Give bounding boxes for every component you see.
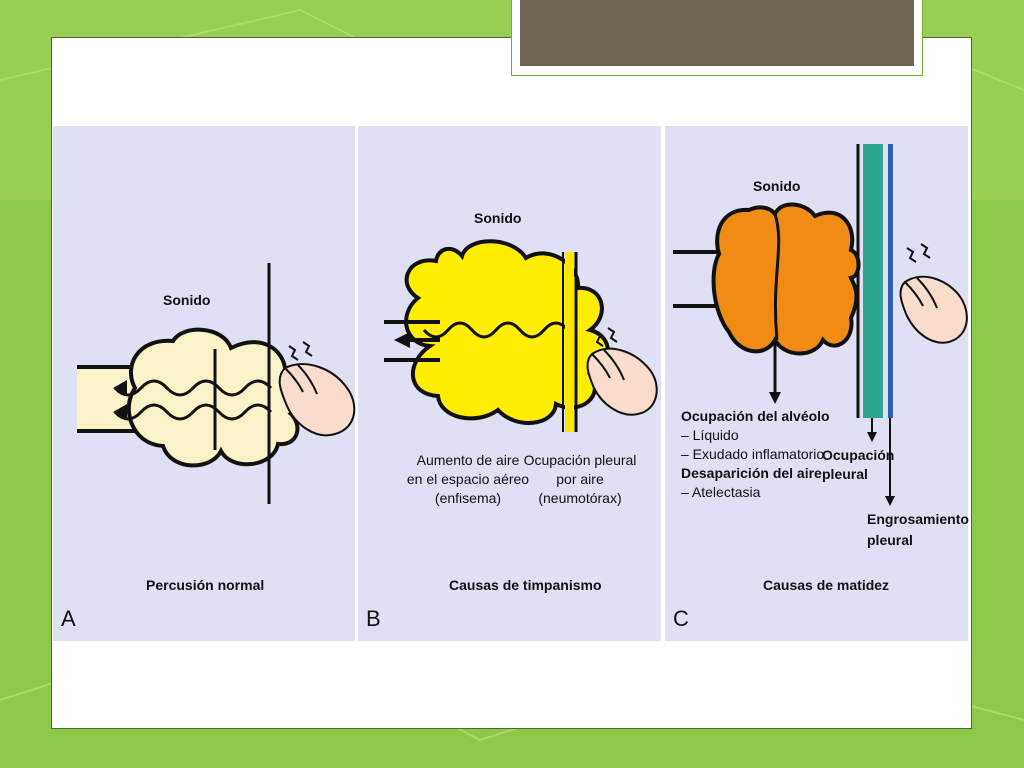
panel-letter: A	[61, 606, 76, 631]
pleural-occupation-label: Ocupación pleural	[822, 446, 894, 484]
sound-arrow-lower	[113, 404, 127, 420]
pleural-thickening-arrowhead	[885, 496, 895, 506]
pleural-thickening-line: Engrosamiento	[867, 511, 969, 527]
sound-wave-lower	[113, 403, 273, 421]
pleural-occupation-arrowhead	[867, 432, 877, 442]
consolidated-lung-icon	[711, 202, 861, 356]
panel-b-illustration	[384, 239, 658, 432]
pneumothorax-note: Ocupación pleural por aire (neumotórax)	[520, 451, 640, 508]
pleural-occupation-line: pleural	[822, 466, 868, 482]
panel-a-illustration	[77, 263, 356, 504]
alveolo-item: – Líquido	[681, 427, 739, 443]
pleural-occupation-line: Ocupación	[822, 447, 895, 463]
thickened-pleura-band	[888, 144, 893, 418]
pleural-thickening-label: Engrosamiento pleural	[867, 509, 969, 551]
panel-caption: Percusión normal	[146, 577, 265, 593]
percussing-hand-icon	[899, 243, 968, 344]
normal-lung-icon	[126, 327, 307, 468]
panel-a: Sonido Percusión normal A	[53, 126, 356, 641]
emphysema-note: Aumento de aire en el espacio aéreo (enf…	[398, 451, 538, 508]
pneumothorax-note-line: por aire	[556, 471, 604, 487]
panel-b: Sonido Aumento de aire en el espacio aér…	[358, 126, 661, 641]
panel-letter: B	[366, 606, 381, 631]
sound-label: Sonido	[753, 178, 801, 194]
percussing-hand-icon	[278, 341, 356, 437]
panel-c-illustration	[673, 144, 968, 506]
air-loss-item: – Atelectasia	[681, 484, 761, 500]
title-bar	[511, 0, 923, 76]
air-loss-title: Desaparición del aire	[681, 465, 822, 481]
pleural-thickening-line: pleural	[867, 532, 913, 548]
percussing-hand-icon	[586, 327, 658, 416]
alveolo-pointer-arrowhead	[769, 392, 781, 404]
lung-lobe-divider	[773, 213, 781, 341]
sound-wave-upper	[113, 379, 273, 397]
pleural-air-band	[565, 252, 574, 432]
title-bar-fill	[520, 0, 914, 66]
sound-label: Sonido	[163, 292, 211, 308]
alveolo-item: – Exudado inflamatorio	[681, 446, 825, 462]
pleural-fluid-band	[863, 144, 883, 418]
panel-letter: C	[673, 606, 689, 631]
sound-wave	[422, 321, 570, 339]
sound-label: Sonido	[474, 210, 522, 226]
dullness-causes-list: Ocupación del alvéolo – Líquido – Exudad…	[681, 407, 830, 502]
hyperinflated-lung-icon	[404, 239, 610, 425]
emphysema-note-line: en el espacio aéreo	[406, 471, 530, 487]
sound-arrow-upper	[113, 380, 127, 396]
pneumothorax-note-line: Ocupación pleural	[523, 452, 637, 468]
pneumothorax-note-line: (neumotórax)	[538, 490, 622, 506]
emphysema-note-line: (enfisema)	[434, 490, 502, 506]
panel-c: Sonido Ocupación del alvéolo – Líquido –…	[665, 126, 969, 641]
panel-caption: Causas de matidez	[763, 577, 890, 593]
emphysema-note-line: Aumento de aire	[416, 452, 520, 468]
alveolo-occupation-title: Ocupación del alvéolo	[681, 408, 830, 424]
panel-caption: Causas de timpanismo	[449, 577, 602, 593]
